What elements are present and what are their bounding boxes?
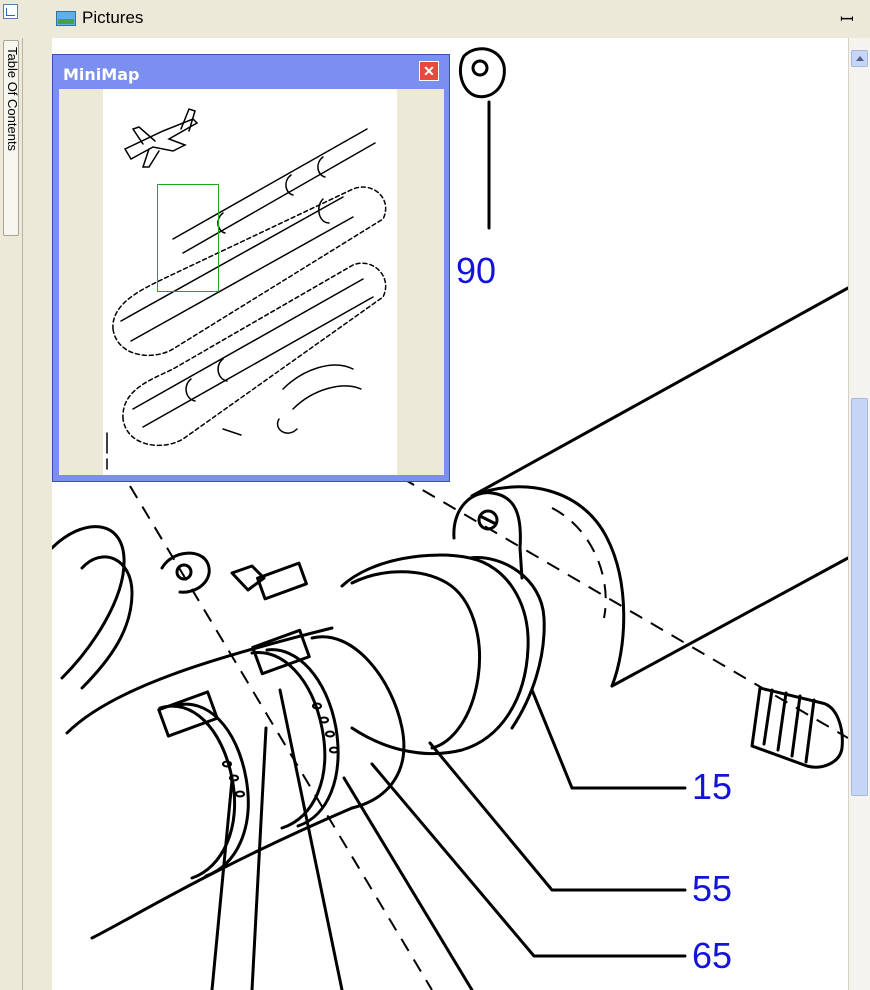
tab-table-of-contents[interactable]: Table Of Contents — [3, 40, 20, 236]
minimap-title: MiniMap — [63, 65, 140, 84]
callout-55: 55 — [692, 868, 733, 909]
pane-title: Pictures — [82, 8, 144, 27]
pin-icon[interactable]: ꟷ — [840, 10, 854, 29]
minimap-viewport-indicator[interactable] — [157, 184, 219, 292]
tab-table-of-contents-label: Table Of Contents — [5, 47, 20, 152]
minimap-titlebar[interactable]: MiniMap ✕ — [53, 55, 449, 89]
pane-close-button[interactable]: ✕ — [868, 6, 870, 31]
pictures-pane-titlebar: Pictures ꟷ ✕ — [22, 0, 870, 38]
callout-90: 90 — [456, 250, 497, 291]
callout-15: 15 — [692, 766, 733, 807]
minimap-close-button[interactable]: ✕ — [419, 61, 439, 81]
minimap-window[interactable]: MiniMap ✕ — [52, 54, 450, 482]
minimap-canvas[interactable] — [59, 89, 444, 475]
minimap-page-thumbnail — [103, 89, 397, 475]
pictures-icon — [56, 11, 76, 26]
parts-drawing — [52, 47, 848, 990]
callout-65: 65 — [692, 935, 733, 976]
table-of-contents-icon[interactable] — [3, 4, 18, 19]
scroll-up-button[interactable] — [851, 50, 868, 67]
minimap-drawing — [106, 108, 387, 470]
scroll-thumb[interactable] — [851, 398, 868, 796]
vertical-scrollbar[interactable] — [848, 38, 870, 990]
dock-strip: Table Of Contents — [0, 0, 23, 990]
